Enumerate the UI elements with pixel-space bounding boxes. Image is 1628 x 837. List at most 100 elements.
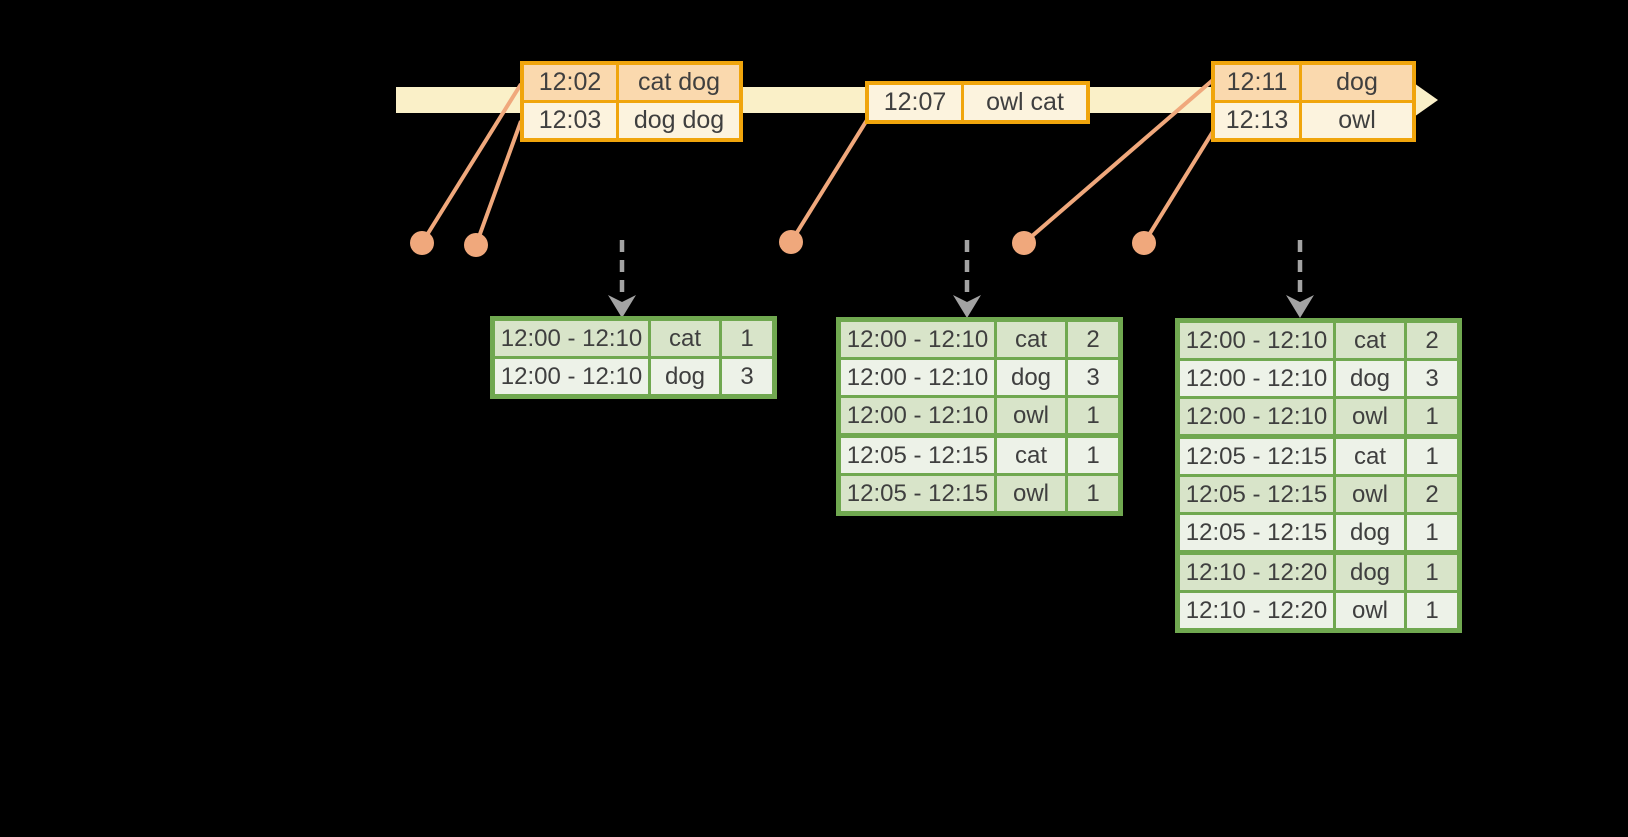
window-range-cell: 12:05 - 12:15 [1176, 434, 1336, 477]
word-cell: owl [994, 395, 1068, 437]
word-cell: owl [1333, 396, 1407, 438]
event-time-cell: 12:11 [1211, 61, 1302, 103]
connector-line [1142, 123, 1219, 245]
event-time-cell: 12:03 [520, 100, 619, 142]
window-range-cell: 12:00 - 12:10 [1176, 319, 1336, 361]
word-cell: owl [1333, 474, 1407, 515]
trigger-arrow-head-icon [1286, 295, 1314, 318]
trigger-arrow-head-icon [953, 295, 981, 318]
event-time-cell: 12:13 [1211, 100, 1302, 142]
word-cell: dog [1333, 358, 1407, 399]
word-cell: cat [994, 318, 1068, 360]
event-words-cell: cat dog [616, 61, 743, 103]
window-range-cell: 12:05 - 12:15 [837, 433, 997, 476]
window-range-cell: 12:10 - 12:20 [1176, 550, 1336, 593]
window-range-cell: 12:05 - 12:15 [1176, 474, 1336, 515]
count-cell: 1 [1065, 395, 1122, 437]
count-cell: 1 [719, 317, 776, 359]
event-time-cell: 12:07 [865, 81, 964, 124]
connector-line [420, 82, 523, 245]
event-time-cell: 12:02 [520, 61, 619, 103]
event-marker-dots [410, 230, 1156, 257]
connector-line [789, 118, 869, 244]
event-connector-lines [420, 77, 1219, 246]
event-dot-icon [1132, 231, 1156, 255]
window-range-cell: 12:05 - 12:15 [837, 473, 997, 515]
event-dot-icon [410, 231, 434, 255]
word-cell: owl [994, 473, 1068, 515]
count-cell: 1 [1404, 590, 1461, 632]
event-dot-icon [464, 233, 488, 257]
window-range-cell: 12:10 - 12:20 [1176, 590, 1336, 632]
word-cell: dog [648, 356, 722, 398]
count-cell: 3 [1404, 358, 1461, 399]
word-cell: cat [1333, 319, 1407, 361]
window-range-cell: 12:05 - 12:15 [1176, 512, 1336, 554]
count-cell: 1 [1065, 433, 1122, 476]
window-range-cell: 12:00 - 12:10 [491, 356, 651, 398]
window-range-cell: 12:00 - 12:10 [837, 357, 997, 398]
window-range-cell: 12:00 - 12:10 [1176, 358, 1336, 399]
window-range-cell: 12:00 - 12:10 [1176, 396, 1336, 438]
word-cell: dog [1333, 550, 1407, 593]
window-range-cell: 12:00 - 12:10 [837, 395, 997, 437]
count-cell: 1 [1404, 550, 1461, 593]
count-cell: 1 [1404, 512, 1461, 554]
count-cell: 3 [1065, 357, 1122, 398]
count-cell: 1 [1065, 473, 1122, 515]
event-words-cell: owl cat [961, 81, 1090, 124]
trigger-arrows [608, 240, 1314, 318]
window-range-cell: 12:00 - 12:10 [491, 317, 651, 359]
count-cell: 2 [1404, 474, 1461, 515]
event-dot-icon [1012, 231, 1036, 255]
event-words-cell: dog dog [616, 100, 743, 142]
count-cell: 1 [1404, 434, 1461, 477]
count-cell: 1 [1404, 396, 1461, 438]
word-cell: dog [994, 357, 1068, 398]
event-words-cell: dog [1299, 61, 1416, 103]
count-cell: 3 [719, 356, 776, 398]
connector-line [1022, 77, 1216, 245]
word-cell: dog [1333, 512, 1407, 554]
event-words-cell: owl [1299, 100, 1416, 142]
count-cell: 2 [1404, 319, 1461, 361]
event-dot-icon [779, 230, 803, 254]
trigger-arrow-head-icon [608, 295, 636, 318]
window-range-cell: 12:00 - 12:10 [837, 318, 997, 360]
word-cell: owl [1333, 590, 1407, 632]
count-cell: 2 [1065, 318, 1122, 360]
